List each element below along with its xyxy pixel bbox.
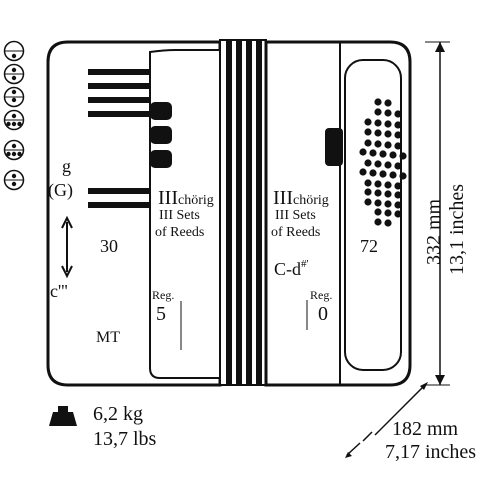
treble-register-switches bbox=[150, 102, 172, 168]
treble-type-label: MT bbox=[96, 329, 120, 346]
bass-button bbox=[374, 160, 382, 168]
bass-button bbox=[394, 110, 402, 118]
height-mm-label: 332 mm bbox=[423, 198, 445, 265]
bass-sets-line1: III Sets bbox=[275, 208, 316, 223]
bass-button bbox=[394, 201, 402, 209]
bass-button bbox=[374, 218, 382, 226]
bass-button bbox=[394, 182, 402, 190]
bass-button bbox=[384, 130, 392, 138]
bass-button bbox=[394, 131, 402, 139]
bass-button bbox=[374, 140, 382, 148]
range-top-alt-label: (G) bbox=[48, 180, 73, 201]
bass-button bbox=[369, 169, 377, 177]
treble-sets-line2: of Reeds bbox=[155, 225, 204, 240]
weight-kg-label: 6,2 kg bbox=[93, 403, 143, 425]
bass-button bbox=[394, 142, 402, 150]
bass-button bbox=[374, 129, 382, 137]
bass-button bbox=[384, 209, 392, 217]
bass-button bbox=[359, 148, 367, 156]
treble-keys bbox=[88, 69, 150, 208]
bass-count-label: 72 bbox=[360, 236, 378, 256]
bass-button bbox=[374, 189, 382, 197]
weight-lbs-label: 13,7 lbs bbox=[93, 428, 157, 450]
bass-button bbox=[384, 190, 392, 198]
height-in-label: 13,1 inches bbox=[446, 184, 468, 275]
bass-button bbox=[379, 170, 387, 178]
bass-button bbox=[374, 180, 382, 188]
reed-marker-4 bbox=[3, 109, 25, 131]
bass-button bbox=[364, 179, 372, 187]
range-arrow bbox=[61, 215, 73, 279]
reed-marker-list bbox=[3, 40, 25, 191]
bass-button bbox=[394, 210, 402, 218]
bass-button bbox=[364, 159, 372, 167]
bass-button bbox=[379, 150, 387, 158]
bass-button bbox=[399, 172, 407, 180]
bass-button bbox=[364, 139, 372, 147]
bass-button bbox=[384, 219, 392, 227]
range-top-label: g bbox=[62, 156, 71, 176]
treble-reg-count: 5 bbox=[156, 303, 166, 325]
treble-keys-count: 30 bbox=[100, 236, 118, 256]
bass-button bbox=[389, 171, 397, 179]
bass-button bbox=[394, 121, 402, 129]
bass-button bbox=[384, 141, 392, 149]
bass-button bbox=[384, 120, 392, 128]
bass-button bbox=[384, 99, 392, 107]
bass-button bbox=[364, 188, 372, 196]
range-bottom-label: c''' bbox=[50, 281, 68, 301]
bass-button bbox=[394, 191, 402, 199]
treble-voices-label: IIIchörig bbox=[158, 187, 214, 209]
depth-dimension bbox=[345, 382, 428, 458]
bellows bbox=[219, 39, 267, 386]
reed-marker-2 bbox=[3, 63, 25, 85]
bass-button bbox=[384, 109, 392, 117]
bass-button bbox=[389, 151, 397, 159]
bass-button bbox=[394, 162, 402, 170]
depth-mm-label: 182 mm bbox=[392, 418, 459, 440]
treble-sets-line1: III Sets bbox=[159, 208, 200, 223]
reed-marker-1 bbox=[3, 40, 25, 62]
reed-marker-6 bbox=[3, 169, 25, 191]
bass-strap-buckle bbox=[325, 128, 343, 166]
bass-sets-line2: of Reeds bbox=[271, 225, 320, 240]
bass-button bbox=[384, 181, 392, 189]
bass-button bbox=[359, 168, 367, 176]
bass-button bbox=[364, 198, 372, 206]
weight-icon bbox=[49, 406, 77, 426]
bass-reg-count: 0 bbox=[318, 303, 328, 325]
depth-in-label: 7,17 inches bbox=[385, 441, 476, 463]
bass-button bbox=[374, 199, 382, 207]
bass-button bbox=[364, 128, 372, 136]
bass-reg-label: Reg. bbox=[310, 288, 332, 302]
bass-range-label: C-d#' bbox=[274, 258, 309, 279]
bass-button bbox=[384, 200, 392, 208]
bass-button bbox=[374, 108, 382, 116]
bass-button bbox=[364, 118, 372, 126]
bass-button bbox=[374, 208, 382, 216]
height-dimension bbox=[425, 41, 450, 386]
bass-button bbox=[374, 98, 382, 106]
bass-button bbox=[369, 149, 377, 157]
reed-marker-5 bbox=[3, 139, 25, 161]
bass-button bbox=[399, 152, 407, 160]
reed-marker-3 bbox=[3, 86, 25, 108]
treble-reg-label: Reg. bbox=[152, 288, 174, 302]
bass-board bbox=[344, 59, 402, 371]
bass-button bbox=[374, 119, 382, 127]
bass-buttons bbox=[359, 98, 407, 227]
bass-button bbox=[384, 161, 392, 169]
bass-voices-label: IIIchörig bbox=[273, 187, 329, 209]
